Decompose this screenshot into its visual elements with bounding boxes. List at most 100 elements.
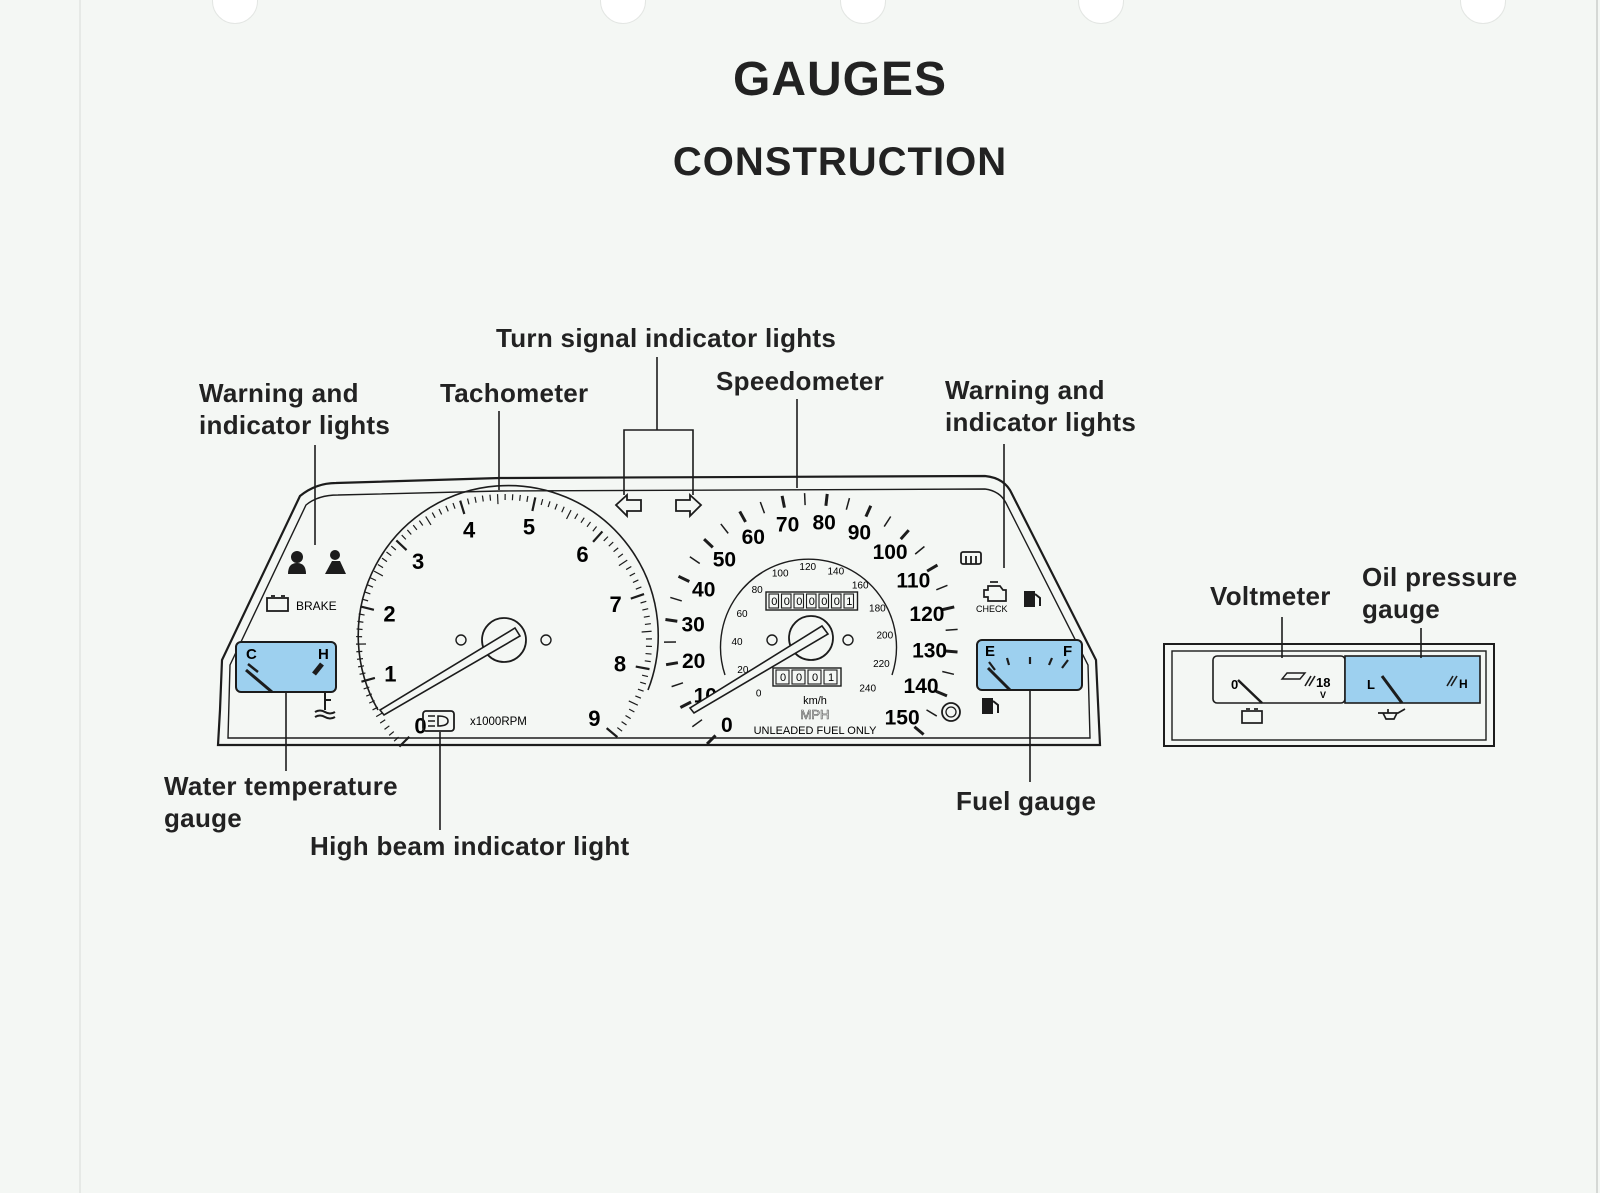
- digit: 0: [780, 672, 786, 684]
- speed-tick: [665, 618, 678, 623]
- tach-tick: [592, 526, 598, 532]
- tach-tick: [367, 584, 374, 588]
- speedometer-kmh-label: 120: [799, 562, 816, 573]
- speedometer-tick-marks: [664, 493, 958, 746]
- digit-cell: [843, 593, 855, 609]
- speedometer-mph-label: 100: [873, 541, 908, 564]
- tachometer-scale-label: 4: [463, 517, 476, 542]
- tachometer-scale-label: 9: [588, 706, 600, 731]
- check-engine-label: CHECK: [976, 604, 1008, 614]
- tachometer-scale-label: 2: [383, 602, 395, 627]
- digit: 0: [784, 596, 790, 608]
- speedometer-kmh-label: 100: [772, 569, 789, 580]
- digit-cell: [775, 669, 790, 685]
- tachometer-unit: x1000RPM: [470, 716, 527, 728]
- speedometer-needle: [688, 624, 830, 715]
- tach-tick: [580, 517, 585, 524]
- tach-tick: [629, 572, 636, 577]
- label-oil-pressure-gauge: Oil pressure gauge: [1362, 562, 1518, 624]
- speed-tick: [864, 505, 873, 518]
- speedometer-mph-label: 150: [885, 706, 920, 729]
- voltmeter-oil-panel: 0 18 V L H: [1163, 643, 1495, 747]
- tach-tick: [466, 498, 470, 505]
- voltmeter-unit: V: [1320, 690, 1326, 700]
- speed-tick: [945, 649, 958, 654]
- label-water-temperature-gauge: Water temperature gauge: [164, 771, 398, 833]
- paper-edge-left: [79, 0, 81, 1193]
- speedometer-mph-label: 90: [848, 521, 871, 544]
- tach-tick: [412, 524, 418, 531]
- tach-tick: [625, 565, 632, 571]
- turn-right-arrow-icon: [675, 492, 703, 519]
- oil-can-icon: [1378, 708, 1406, 720]
- digit-cell: [818, 593, 830, 609]
- voltmeter-min-label: 0: [1231, 677, 1238, 692]
- tach-tick: [425, 516, 432, 526]
- tach-tick: [644, 660, 651, 663]
- tach-tick: [632, 579, 639, 584]
- label-voltmeter: Voltmeter: [1210, 581, 1331, 611]
- oil-gauge-low-label: L: [1367, 677, 1375, 692]
- speedometer-mph-label: 50: [713, 548, 736, 571]
- tach-tick: [357, 620, 364, 623]
- speed-tick: [926, 563, 939, 573]
- water-temp-icon: [314, 693, 336, 720]
- fuel-gauge: E F: [976, 639, 1083, 692]
- speed-tick: [679, 700, 692, 709]
- tach-tick: [547, 501, 551, 508]
- speedometer-mph-label: 110: [896, 569, 930, 592]
- tach-tick: [481, 495, 484, 502]
- speed-tick: [738, 510, 747, 523]
- page-title: GAUGES: [732, 53, 948, 106]
- speed-tick: [899, 529, 910, 541]
- tach-tick: [459, 500, 466, 515]
- digit: 0: [821, 596, 827, 608]
- tachometer-scale-label: 7: [610, 592, 622, 617]
- speedometer-mph-label: 120: [909, 603, 944, 626]
- tach-tick: [358, 665, 365, 668]
- water-gauge-hot-label: H: [318, 646, 329, 663]
- speed-tick: [845, 497, 851, 510]
- tach-tick: [358, 613, 365, 616]
- fuel-gauge-empty-label: E: [985, 643, 995, 660]
- tach-tick: [628, 700, 639, 706]
- page-subtitle: CONSTRUCTION: [672, 140, 1008, 184]
- speed-tick: [914, 545, 925, 555]
- speedometer-kmh-label: 140: [827, 566, 844, 577]
- voltmeter-needle: [1237, 679, 1263, 704]
- digit: 0: [812, 672, 818, 684]
- speed-tick: [936, 584, 948, 591]
- tach-tick: [605, 727, 619, 738]
- tachometer-scale-label: 5: [523, 515, 535, 540]
- seatbelt-warning-icon: [288, 551, 306, 574]
- tachometer-needle: [378, 626, 522, 717]
- trip-reset-knob[interactable]: [941, 702, 961, 722]
- speedometer-kmh-label: 60: [736, 609, 748, 620]
- tach-tick: [613, 547, 619, 553]
- speed-tick: [671, 682, 684, 688]
- tach-tick: [395, 539, 408, 551]
- tach-tick: [621, 721, 627, 726]
- label-tachometer: Tachometer: [440, 378, 589, 408]
- speed-tick: [720, 523, 729, 534]
- tach-tick: [398, 735, 411, 748]
- water-temperature-gauge: C H: [235, 641, 337, 694]
- speed-tick: [883, 516, 892, 527]
- check-engine-icon: [983, 581, 1007, 602]
- speedometer-kmh-label: 0: [756, 688, 762, 699]
- water-gauge-needle: [245, 668, 273, 694]
- tach-tick: [384, 725, 390, 730]
- tach-tick: [637, 688, 644, 692]
- tach-tick: [561, 506, 565, 513]
- tach-tick: [452, 502, 456, 509]
- tach-tick: [363, 686, 370, 690]
- tach-tick: [640, 600, 647, 604]
- tach-tick: [388, 731, 395, 736]
- speedometer-unit-mph: MPH: [801, 707, 830, 722]
- digit-cell: [830, 593, 842, 609]
- label-warning-indicator-lights-left: Warning and indicator lights: [199, 378, 391, 440]
- tach-tick: [393, 736, 399, 742]
